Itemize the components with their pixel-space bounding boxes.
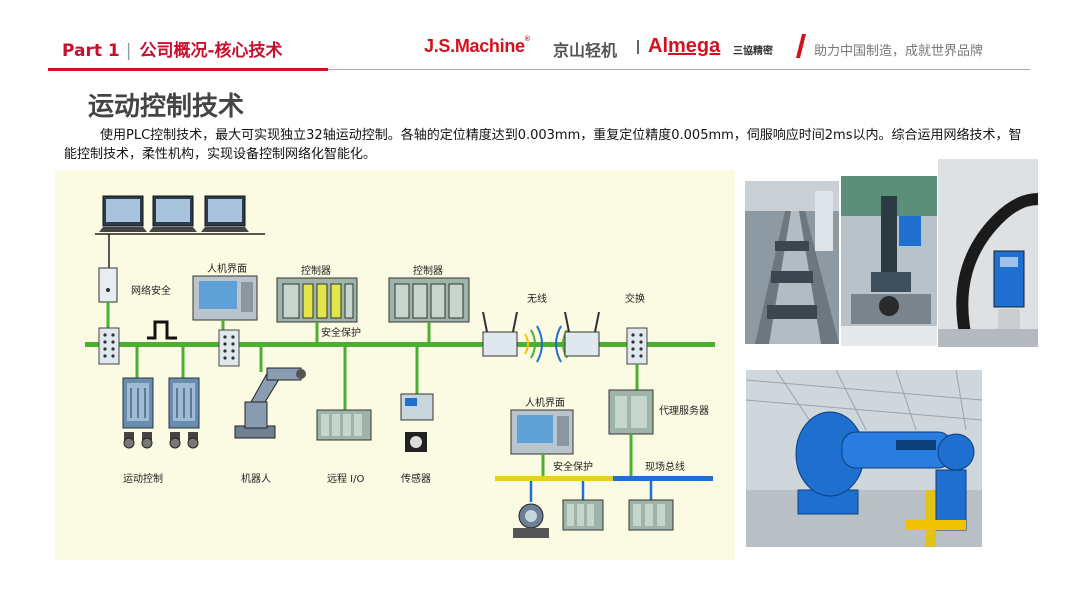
part-label: Part 1 [62, 41, 120, 61]
section-title: 公司概况-核心技术 [139, 41, 283, 61]
safety-bus [495, 476, 613, 481]
wireless-ap-icon [482, 311, 518, 357]
label-proxy-server: 代理服务器 [659, 404, 709, 417]
label-remote-io: 远程 I/O [327, 473, 364, 485]
sensor-icon [400, 393, 434, 452]
slogan-slash-icon [796, 34, 806, 58]
photo-conveyor-line [745, 181, 839, 344]
photo-servo-cable-chain [938, 159, 1038, 347]
wireless-client-icon [564, 311, 600, 357]
label-hmi-top: 人机界面 [207, 262, 247, 275]
label-hmi-bottom: 人机界面 [525, 396, 565, 409]
proxy-server-icon [608, 389, 654, 435]
label-network-security: 网络安全 [131, 284, 171, 297]
slogan: 助力中国制造，成就世界品牌 [814, 44, 984, 59]
workstation-icon [98, 195, 148, 233]
label-sensor: 传感器 [401, 472, 431, 485]
label-motion-control: 运动控制 [123, 472, 163, 485]
switch-icon [98, 327, 120, 365]
switch-icon [218, 329, 240, 367]
js-machine-logo: J.S.Machine® [424, 36, 530, 56]
header-divider-line [328, 69, 1030, 70]
logo-divider [637, 40, 639, 54]
pulse-signal-icon [147, 320, 177, 340]
description-paragraph: 使用PLC控制技术，最大可实现独立32轴运动控制。各轴的定位精度达到0.003m… [64, 128, 1022, 162]
label-controller-1: 控制器 [301, 264, 331, 277]
label-safety-protect: 安全保护 [321, 326, 361, 339]
page-title: 运动控制技术 [88, 92, 245, 122]
ethernet-bus [85, 342, 715, 347]
label-robot: 机器人 [241, 472, 271, 485]
label-fieldbus: 现场总线 [645, 460, 685, 473]
servo-motor-icon [123, 431, 199, 449]
header-separator: | [125, 41, 132, 61]
servo-drive-icon [168, 377, 200, 429]
label-controller-2: 控制器 [413, 264, 443, 277]
fieldbus-line [613, 476, 713, 481]
scale-icon [513, 503, 549, 538]
hmi-panel-icon-bottom [510, 409, 574, 455]
js-machine-cn-logo: 京山轻机 [553, 41, 618, 60]
label-wireless: 无线 [527, 292, 547, 305]
section-header: Part 1| 公司概况-核心技术 [62, 36, 283, 61]
header-accent-line [48, 68, 328, 71]
hmi-panel-icon [192, 275, 258, 321]
almega-logo: Almega [648, 35, 721, 57]
label-safety-protect-2: 安全保护 [553, 460, 593, 473]
switch-icon-right [626, 327, 648, 365]
workstation-icon [148, 195, 198, 233]
io-module-icon-2 [628, 499, 674, 531]
industrial-robot-icon [234, 367, 306, 439]
photo-assembly-station [841, 176, 937, 346]
workstation-icon [200, 195, 250, 233]
io-module-icon [562, 499, 604, 531]
sanxie-logo: 三協精密 [733, 46, 773, 57]
plc-controller-icon [276, 277, 358, 323]
firewall-icon [98, 267, 118, 303]
network-diagram: 网络安全 人机界面 控制器 安全保护 控制器 [55, 170, 735, 560]
plc-controller-icon-2 [388, 277, 470, 323]
label-switch: 交换 [625, 292, 645, 305]
photo-industrial-robot [746, 370, 982, 547]
remote-io-icon [316, 409, 372, 441]
servo-drive-icon [122, 377, 154, 429]
